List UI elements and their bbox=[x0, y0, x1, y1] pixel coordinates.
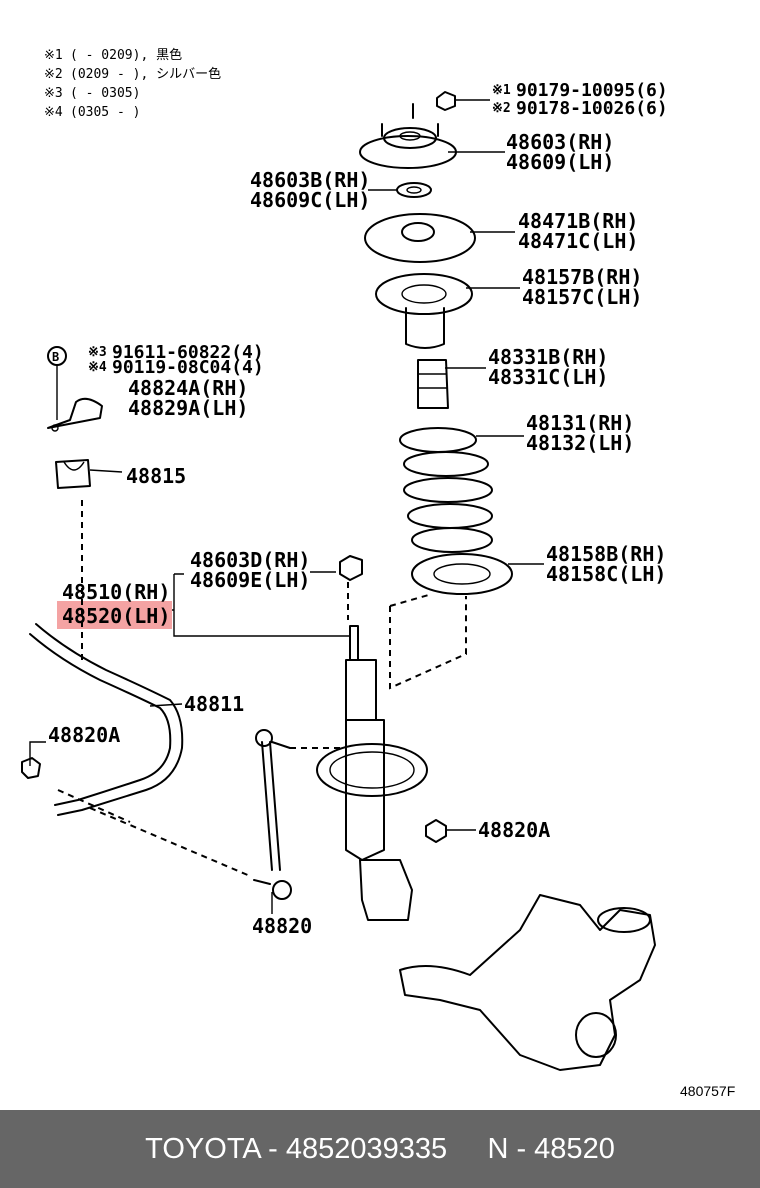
upper-seat-drawing bbox=[364, 213, 476, 263]
callout-48158b-rh: 48158B(RH) bbox=[546, 542, 666, 566]
footnote-3-text: ( - 0305) bbox=[70, 86, 140, 101]
part-number-footer: TOYOTA - 4852039335 N - 48520 bbox=[0, 1110, 760, 1188]
callout-91611-60822: 91611-60822(4) bbox=[112, 342, 264, 363]
coil-spring-drawing bbox=[399, 427, 493, 553]
bracket-48824a-drawing bbox=[47, 397, 103, 432]
footnote-1-text: ( - 0209), 黒色 bbox=[70, 47, 182, 63]
callout-48520-lh: 48520(LH) bbox=[62, 604, 170, 628]
footnote-3-mark: ※3 bbox=[44, 86, 63, 101]
callout-48471c-lh: 48471C(LH) bbox=[518, 229, 638, 253]
strut-nut-drawing bbox=[339, 555, 363, 581]
assembly-dashed-lines bbox=[57, 500, 467, 877]
callout-48815: 48815 bbox=[126, 464, 186, 488]
callout-48158c-lh: 48158C(LH) bbox=[546, 562, 666, 586]
footer-part-text: TOYOTA - 4852039335 N - 48520 bbox=[145, 1132, 615, 1165]
callout-48157b-rh: 48157B(RH) bbox=[522, 265, 642, 289]
footnote-4-text: (0305 - ) bbox=[70, 105, 140, 120]
callout-note-2-mark: ※2 bbox=[492, 101, 511, 116]
callout-48820a-left: 48820A bbox=[48, 723, 120, 747]
callout-48603-rh: 48603(RH) bbox=[506, 130, 614, 154]
callout-48609c-lh: 48609C(LH) bbox=[250, 188, 370, 212]
footnotes: ※1 ( - 0209), 黒色 ※2 (0209 - ), シルバー色 ※3 … bbox=[44, 47, 221, 120]
callout-48510-rh: 48510(RH) bbox=[62, 580, 170, 604]
exploded-parts-diagram: ※1 ( - 0209), 黒色 ※2 (0209 - ), シルバー色 ※3 … bbox=[21, 47, 735, 1099]
knuckle-drawing bbox=[399, 894, 656, 1071]
dust-boot-drawing bbox=[375, 273, 473, 349]
callout-90178-10026: 90178-10026(6) bbox=[516, 98, 668, 119]
link-48820-drawing bbox=[253, 729, 292, 900]
diagram-reference-code: 480757F bbox=[680, 1083, 735, 1099]
callout-note-3-mark: ※3 bbox=[88, 345, 107, 360]
callout-48131-rh: 48131(RH) bbox=[526, 411, 634, 435]
leader-lines bbox=[29, 99, 544, 914]
callout-note-4-mark: ※4 bbox=[88, 360, 107, 375]
callout-48824a-rh: 48824A(RH) bbox=[128, 376, 248, 400]
callout-48820a-right: 48820A bbox=[478, 818, 550, 842]
callout-48829a-lh: 48829A(LH) bbox=[128, 396, 248, 420]
callout-48331c-lh: 48331C(LH) bbox=[488, 365, 608, 389]
bushing-48815-drawing bbox=[55, 459, 91, 489]
nut-48820a-right-drawing bbox=[425, 819, 447, 843]
callout-48132-lh: 48132(LH) bbox=[526, 431, 634, 455]
footnote-4-mark: ※4 bbox=[44, 105, 63, 120]
callout-48471b-rh: 48471B(RH) bbox=[518, 209, 638, 233]
footnote-1-mark: ※1 bbox=[44, 48, 63, 63]
callout-48811: 48811 bbox=[184, 692, 244, 716]
callout-48603d-rh: 48603D(RH) bbox=[190, 548, 310, 572]
callout-note-1-mark: ※1 bbox=[492, 83, 511, 98]
callout-90179-10095: 90179-10095(6) bbox=[516, 80, 668, 101]
lower-insulator-drawing bbox=[411, 553, 513, 595]
upper-support-drawing bbox=[359, 123, 457, 169]
footnote-2-text: (0209 - ), シルバー色 bbox=[70, 66, 221, 82]
callout-labels: ※1 90179-10095(6) ※2 90178-10026(6) 4860… bbox=[48, 80, 735, 1099]
footnote-2-mark: ※2 bbox=[44, 67, 63, 82]
callout-48820: 48820 bbox=[252, 914, 312, 938]
callout-90119-08c04: 90119-08C04(4) bbox=[112, 357, 264, 378]
callout-48157c-lh: 48157C(LH) bbox=[522, 285, 642, 309]
reference-b-label: B bbox=[52, 350, 59, 364]
bump-stopper-drawing bbox=[417, 359, 449, 409]
washer-48603b-drawing bbox=[396, 182, 432, 198]
callout-48609-lh: 48609(LH) bbox=[506, 150, 614, 174]
nut-48820a-left-drawing bbox=[21, 757, 41, 779]
callout-48603b-rh: 48603B(RH) bbox=[250, 168, 370, 192]
nut-drawing bbox=[412, 91, 456, 119]
part-highlight bbox=[57, 601, 172, 629]
callout-48331b-rh: 48331B(RH) bbox=[488, 345, 608, 369]
shock-absorber-drawing bbox=[316, 625, 428, 921]
stabilizer-bar-drawing bbox=[29, 623, 184, 816]
callout-48609e-lh: 48609E(LH) bbox=[190, 568, 310, 592]
